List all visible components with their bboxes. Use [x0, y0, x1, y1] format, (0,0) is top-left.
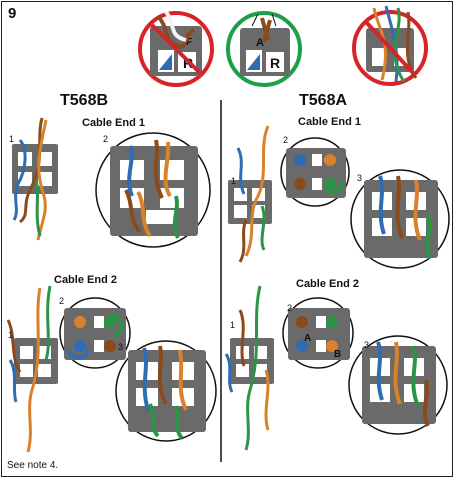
callout-a-1: 2	[283, 135, 289, 145]
callout-a-4: 2	[287, 303, 293, 313]
label-f: F	[186, 37, 192, 48]
callout-a-3: 3	[357, 173, 363, 183]
prohibited-untwisted-icon: R F	[138, 10, 214, 87]
label-a: A	[256, 37, 264, 49]
t568b-title: T568B	[60, 92, 109, 109]
svg-text:B: B	[334, 349, 341, 360]
svg-text:R: R	[270, 55, 280, 71]
svg-text:A: A	[304, 333, 311, 344]
t568b-cable-end-1-label: Cable End 1	[82, 117, 145, 129]
correct-termination-icon: R A	[226, 11, 302, 87]
note-text: See note 4.	[7, 460, 59, 471]
t568a-end1-jack	[228, 125, 272, 263]
t568a-end2-jack	[224, 285, 274, 451]
t568b-end1-detail	[95, 132, 211, 248]
callout-b-5: 3	[118, 342, 124, 352]
t568a-title: T568A	[299, 92, 348, 109]
t568b-end2-jack	[6, 285, 58, 453]
callout-b-1: 1	[9, 134, 15, 144]
callout-a-2: 1	[231, 176, 237, 186]
t568a-cable-end-2-label: Cable End 2	[296, 278, 359, 290]
t568a-end2-detail	[348, 335, 448, 435]
t568b-cable-end-2-label: Cable End 2	[54, 274, 117, 286]
t568a-cable-end-1-label: Cable End 1	[298, 116, 361, 128]
t568a-end2-guide-detail: A B	[282, 297, 354, 369]
t568a-end1-guide-detail	[280, 137, 350, 207]
t568b-end2-detail	[115, 340, 217, 442]
callout-b-2: 2	[103, 134, 109, 144]
step-number: 9	[8, 5, 17, 22]
t568a-end1-detail	[350, 169, 450, 269]
callout-a-6: 3	[364, 340, 370, 350]
callout-b-3: 1	[8, 330, 14, 340]
prohibited-overlength-icon	[352, 5, 428, 86]
callout-a-5: 1	[230, 320, 236, 330]
t568b-end1-jack	[12, 117, 58, 241]
callout-b-4: 2	[59, 296, 65, 306]
t568b-end2-guide-detail	[59, 297, 131, 369]
